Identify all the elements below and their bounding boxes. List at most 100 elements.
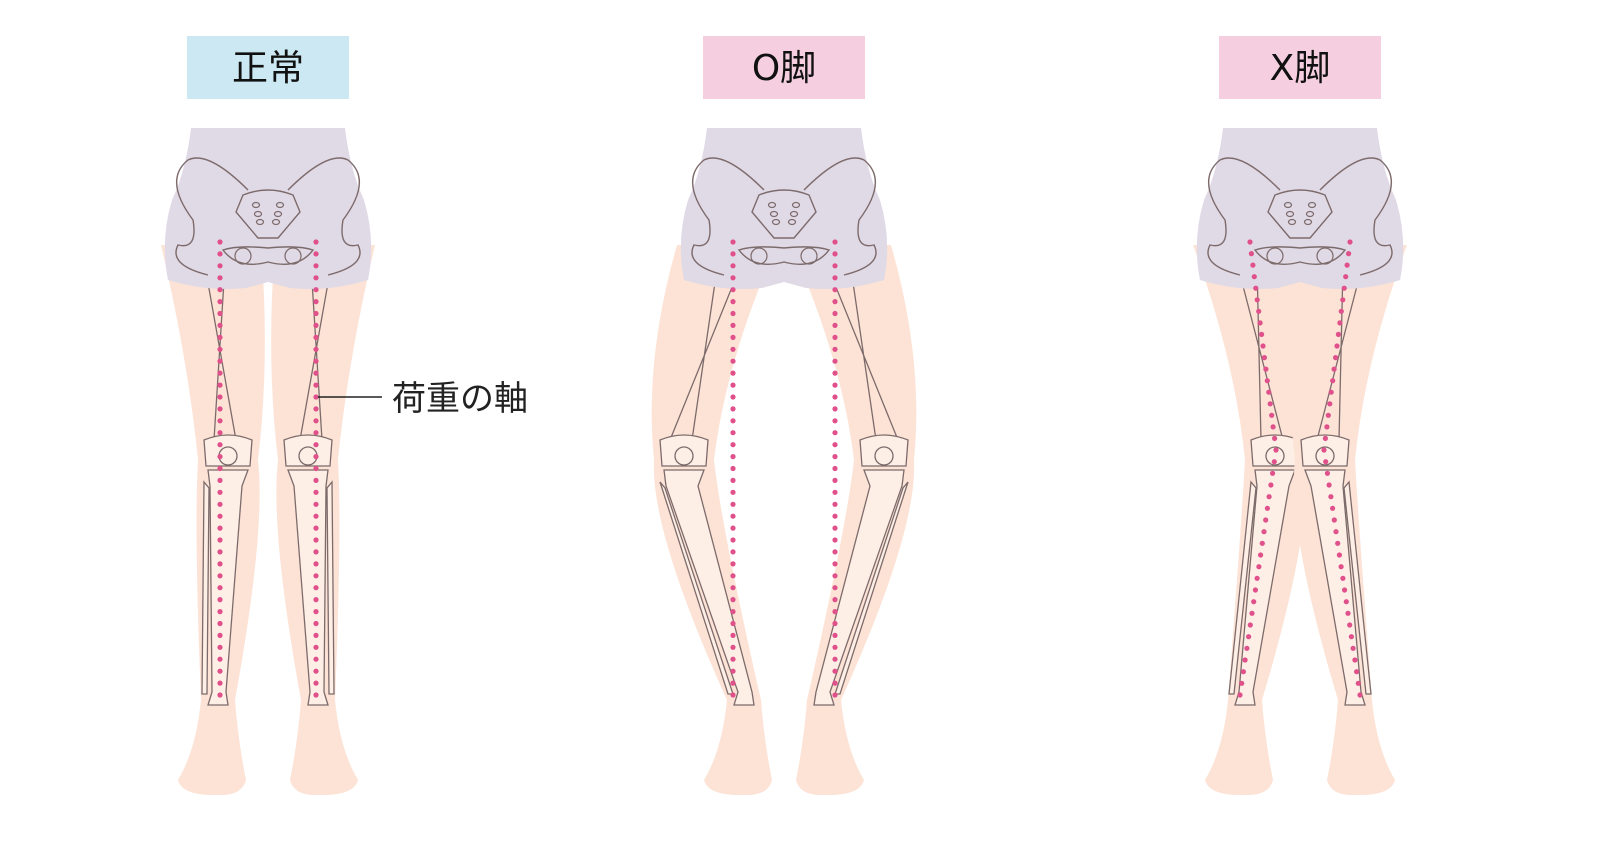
- load-axis-dot: [217, 454, 223, 460]
- load-axis-dot: [730, 585, 736, 591]
- load-axis-dot: [1247, 239, 1253, 245]
- load-axis-dot: [313, 263, 319, 269]
- left-patella: [674, 446, 694, 466]
- load-axis-dot: [217, 585, 223, 591]
- load-axis-dot: [313, 418, 319, 424]
- load-axis-dot: [730, 609, 736, 615]
- load-axis-dot: [730, 358, 736, 364]
- load-axis-dot: [217, 370, 223, 376]
- load-axis-dot: [832, 239, 838, 245]
- load-axis-dot: [1335, 331, 1341, 337]
- load-axis-dot: [1256, 564, 1262, 570]
- load-axis-dot: [730, 656, 736, 662]
- load-axis-dot: [1354, 669, 1360, 675]
- load-axis-dot: [730, 680, 736, 686]
- load-axis-dot: [313, 394, 319, 400]
- load-axis-dot: [730, 334, 736, 340]
- load-axis-dot: [1239, 680, 1245, 686]
- sacral-foramen: [253, 210, 263, 218]
- load-axis-dot: [832, 406, 838, 412]
- load-axis-dot: [832, 358, 838, 364]
- figure-normal: 正常: [161, 36, 375, 796]
- load-axis-dot: [1355, 680, 1361, 686]
- load-axis-dot: [1254, 297, 1260, 303]
- load-axis-dot: [1271, 459, 1277, 465]
- load-axis-dot: [832, 585, 838, 591]
- load-axis-dot: [313, 680, 319, 686]
- load-axis-dot: [313, 620, 319, 627]
- load-axis-dot: [1341, 285, 1347, 291]
- load-axis-dot: [730, 465, 736, 472]
- load-axis-dot: [313, 334, 319, 340]
- obturator-foramen: [284, 247, 302, 265]
- sacral-foramen: [1305, 210, 1315, 218]
- load-axis-dot: [313, 501, 319, 507]
- load-axis-dot: [730, 275, 736, 281]
- left-fibula: [1228, 480, 1257, 695]
- right-leg-skin: [791, 245, 917, 796]
- load-axis-dot: [832, 525, 838, 531]
- load-axis-dot: [1343, 599, 1349, 605]
- load-axis-dot: [1357, 692, 1363, 698]
- load-axis-dot: [730, 620, 736, 627]
- sacral-foramen: [789, 210, 799, 218]
- load-axis-dot: [217, 239, 223, 245]
- figure-o-legs: O脚: [651, 36, 917, 796]
- load-axis-dot: [1335, 540, 1341, 546]
- load-axis-dot: [217, 263, 223, 269]
- load-axis-dot: [217, 299, 223, 305]
- load-axis-dot: [832, 454, 838, 460]
- sacral-foramen: [769, 210, 779, 218]
- load-axis-dot: [313, 477, 319, 483]
- load-axis-dot: [832, 597, 838, 603]
- load-axis-dot: [217, 251, 223, 257]
- left-fibula: [201, 480, 210, 695]
- load-axis-dot: [730, 501, 736, 507]
- load-axis-dot: [217, 358, 223, 364]
- load-axis-dot: [1347, 239, 1353, 245]
- load-axis-dot: [217, 382, 223, 388]
- load-axis-dot: [1344, 262, 1350, 268]
- sacral-foramen: [1307, 201, 1317, 209]
- load-axis-dot: [313, 597, 319, 603]
- obturator-foramen: [234, 247, 252, 265]
- load-axis-dot: [313, 549, 319, 555]
- load-axis-dot: [217, 418, 223, 424]
- load-axis-dot: [217, 609, 223, 615]
- load-axis-dot: [217, 310, 223, 317]
- obturator-foramen: [800, 247, 818, 265]
- sacral-foramen: [791, 201, 801, 209]
- load-axis-dot: [730, 477, 736, 483]
- load-axis-dot: [1264, 378, 1270, 384]
- load-axis-dot: [1270, 470, 1276, 476]
- load-axis-dot: [832, 537, 838, 543]
- sacral-foramen: [251, 201, 261, 209]
- load-axis-dot: [313, 644, 319, 650]
- load-axis-dot: [313, 609, 319, 615]
- load-axis-dot: [217, 501, 223, 507]
- load-axis-dot: [832, 442, 838, 448]
- load-axis-dot: [313, 656, 319, 662]
- load-axis-dot: [217, 597, 223, 603]
- load-axis-dot: [1261, 529, 1267, 535]
- load-axis-dot: [1325, 412, 1331, 418]
- load-axis-dot: [730, 299, 736, 305]
- load-axis-dot: [1331, 517, 1337, 523]
- load-axis-dot: [217, 334, 223, 340]
- load-axis-dot: [1330, 505, 1336, 511]
- load-axis-dot: [313, 251, 319, 257]
- load-axis-dot: [730, 287, 736, 293]
- load-axis-dot: [832, 418, 838, 424]
- load-axis-dot: [313, 573, 319, 579]
- load-axis-dot: [313, 382, 319, 388]
- load-axis-dot: [313, 525, 319, 531]
- load-axis-dot: [730, 632, 736, 639]
- load-axis-dot: [1264, 505, 1270, 511]
- load-axis-dot: [832, 322, 838, 328]
- load-axis-dot: [313, 406, 319, 412]
- load-axis-dot: [832, 489, 838, 495]
- load-axis-dot: [313, 299, 319, 305]
- load-axis-dot: [313, 358, 319, 364]
- load-axis-dot: [1251, 599, 1257, 605]
- load-axis-dot: [217, 513, 223, 519]
